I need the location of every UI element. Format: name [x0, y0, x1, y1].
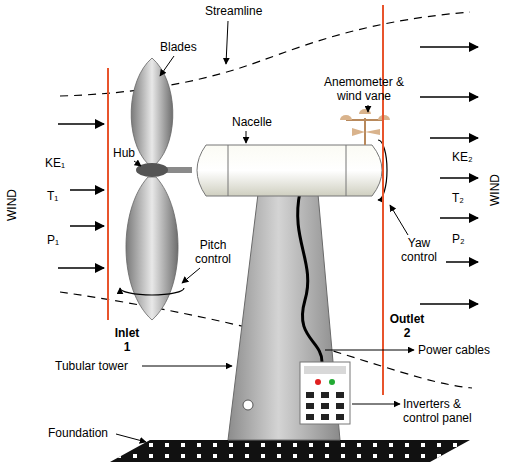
- part-label: Anemometer & wind vane: [320, 75, 408, 103]
- state-label: T₂: [452, 191, 464, 205]
- nacelle: [197, 145, 382, 196]
- wind-arrow: [70, 225, 104, 227]
- panel-button: [321, 392, 329, 398]
- tower-door: [243, 400, 253, 410]
- leader-line: [325, 350, 414, 351]
- wind-arrow: [420, 46, 478, 48]
- part-label: Blades: [160, 40, 197, 54]
- wind-arrow: [420, 303, 478, 305]
- leader-line: [160, 56, 174, 76]
- panel-button: [336, 414, 344, 420]
- wind-label: WIND: [5, 189, 19, 221]
- rotor-blade: [126, 177, 178, 320]
- part-label: Hub: [113, 146, 135, 160]
- rotor-hub: [136, 163, 168, 177]
- foundation-pattern: [110, 440, 470, 462]
- panel-led: [315, 379, 321, 385]
- panel-button: [306, 414, 314, 420]
- leader-line: [368, 105, 369, 112]
- wind-arrow: [440, 177, 478, 179]
- part-label: Pitch control: [192, 238, 234, 266]
- section-label: Inlet 1: [110, 326, 144, 354]
- nacelle-seam: [346, 145, 347, 196]
- part-label: Power cables: [418, 343, 490, 357]
- panel-display: [304, 366, 346, 374]
- panel-button: [306, 392, 314, 398]
- panel-button: [321, 414, 329, 420]
- part-label: Foundation: [48, 426, 108, 440]
- panel-button: [336, 392, 344, 398]
- outlet-plane: [382, 5, 384, 395]
- leader-line: [390, 205, 408, 235]
- part-label: Inverters & control panel: [403, 397, 479, 425]
- tubular-tower: [228, 194, 340, 440]
- section-label: Outlet 2: [387, 312, 427, 340]
- leader-line: [226, 21, 228, 64]
- part-label: Tubular tower: [55, 359, 128, 373]
- state-label: KE₁: [45, 156, 65, 170]
- rotor-blade: [131, 58, 173, 164]
- wind-arrow: [420, 96, 478, 98]
- panel-led: [329, 379, 335, 385]
- power-cable: [298, 192, 322, 362]
- panel-button: [321, 403, 329, 409]
- panel-button: [336, 403, 344, 409]
- wind-arrow: [446, 261, 478, 263]
- leader-line: [116, 434, 146, 442]
- inlet-plane: [107, 68, 109, 320]
- leader-line: [134, 161, 141, 166]
- wind-arrow: [58, 267, 104, 269]
- anemometer-cup: [359, 109, 371, 114]
- part-label: Streamline: [205, 4, 262, 18]
- state-label: P₂: [452, 232, 465, 246]
- wind-vane: [365, 129, 380, 135]
- streamline: [60, 12, 470, 96]
- state-label: KE₂: [452, 150, 473, 164]
- rotor-shaft: [166, 167, 192, 173]
- panel-button: [306, 403, 314, 409]
- anemometer-mast: [364, 118, 366, 145]
- nacelle-seam: [228, 145, 229, 196]
- part-label: Nacelle: [232, 115, 272, 129]
- wind-arrow: [440, 217, 478, 219]
- foundation-slab: [110, 440, 470, 462]
- anemometer-cup: [340, 115, 352, 120]
- wind-vane: [352, 128, 365, 136]
- state-label: T₁: [47, 189, 58, 203]
- wind-arrow: [70, 189, 104, 191]
- wind-arrow: [430, 137, 478, 139]
- control-panel: [300, 362, 350, 424]
- leader-line: [352, 404, 400, 405]
- pitch-rotation-arrow: [120, 288, 184, 295]
- leader-line: [246, 131, 247, 143]
- wind-label: WIND: [488, 174, 502, 206]
- leader-line: [182, 268, 200, 283]
- wind-arrow: [58, 123, 104, 125]
- part-label: Yaw control: [398, 236, 440, 264]
- leader-line: [142, 366, 232, 367]
- state-label: P₁: [47, 233, 59, 247]
